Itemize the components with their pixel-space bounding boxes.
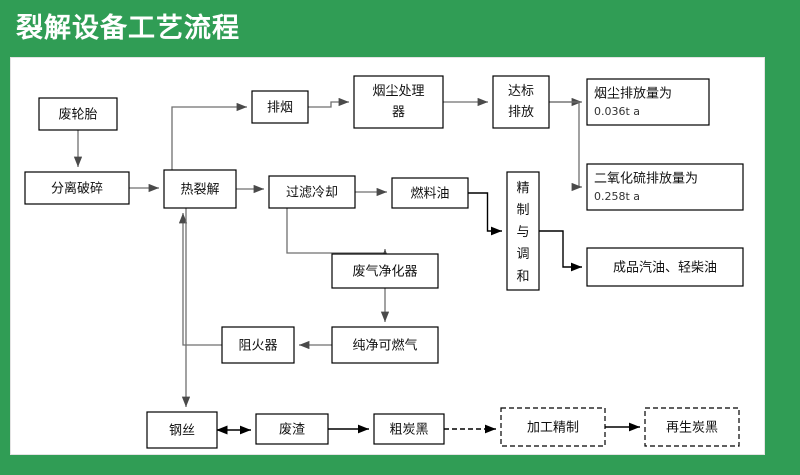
node-label: 分离破碎 [51, 181, 103, 197]
edge-filter_cool-to-gas_purifier [286, 208, 390, 260]
page-header: 裂解设备工艺流程 [0, 0, 800, 57]
node-fuel_oil[interactable]: 燃料油 [391, 177, 469, 209]
node-box [644, 407, 740, 447]
node-box [353, 75, 444, 129]
node-dust_emission[interactable]: 烟尘排放量为 0.036t a [586, 78, 710, 126]
page-title: 裂解设备工艺流程 [16, 13, 240, 44]
node-box [586, 163, 744, 211]
node-crude_carbon[interactable]: 粗炭黑 [373, 413, 445, 445]
node-label: 阻火器 [238, 339, 277, 354]
node-box [373, 413, 445, 445]
edge-standard_emission-to-so2_emission [549, 101, 582, 192]
edge-refine_blend-to-finished_oils [539, 230, 582, 272]
node-box [586, 78, 710, 126]
node-box [331, 253, 439, 289]
node-label: 燃料油 [410, 186, 449, 202]
node-separate_crush[interactable]: 分离破碎 [24, 171, 130, 205]
node-label: 粗炭黑 [389, 423, 428, 438]
node-label: 烟尘排放量为 [594, 87, 672, 102]
node-label: 再生炭黑 [666, 421, 718, 436]
node-label: 废轮胎 [58, 107, 97, 123]
node-label: 废渣 [279, 422, 305, 438]
node-clean_gas[interactable]: 纯净可燃气 [331, 326, 439, 364]
node-box [500, 407, 606, 447]
node-box [24, 171, 130, 205]
node-label: 达标 [508, 84, 534, 99]
node-box [492, 75, 550, 129]
node-waste_tire[interactable]: 废轮胎 [38, 97, 118, 131]
edge-layer [73, 97, 640, 435]
node-box [221, 326, 295, 364]
node-finished_oils[interactable]: 成品汽油、轻柴油 [586, 247, 744, 287]
node-box [586, 247, 744, 287]
node-box [331, 326, 439, 364]
node-pyrolysis[interactable]: 热裂解 [163, 169, 237, 209]
edge-flame_arrester-to-pyrolysis [178, 213, 222, 346]
node-label: 热裂解 [180, 183, 219, 198]
node-label-char: 与 [516, 225, 529, 240]
node-slag[interactable]: 废渣 [255, 413, 329, 445]
node-flue_gas[interactable]: 排烟 [251, 90, 309, 124]
node-steel_wire[interactable]: 钢丝 [146, 411, 218, 449]
node-layer: 废轮胎分离破碎热裂解排烟烟尘处理器达标排放烟尘排放量为0.036t a二氧化硫排… [24, 75, 744, 449]
node-label: 排烟 [267, 101, 293, 116]
node-box [255, 413, 329, 445]
node-value: 0.258t a [594, 190, 640, 203]
node-box [251, 90, 309, 124]
node-label-char: 制 [516, 203, 529, 218]
node-label: 钢丝 [169, 424, 195, 439]
node-label: 烟尘处理 [372, 84, 424, 99]
node-label: 二氧化硫排放量为 [594, 172, 698, 187]
node-label-char: 调 [516, 247, 529, 262]
node-label-char: 精 [516, 181, 529, 196]
edge-flue_gas-to-dust_treater [308, 97, 349, 108]
node-box [506, 171, 540, 291]
node-flame_arrester[interactable]: 阻火器 [221, 326, 295, 364]
node-label: 纯净可燃气 [352, 338, 417, 354]
node-value: 0.036t a [594, 105, 640, 118]
node-label: 排放 [508, 105, 534, 120]
node-box [146, 411, 218, 449]
edge-fuel_oil-to-refine_blend [468, 192, 502, 236]
node-label: 成品汽油、轻柴油 [613, 261, 717, 276]
node-label: 器 [392, 105, 405, 120]
node-recycled_carbon[interactable]: 再生炭黑 [644, 407, 740, 447]
node-label-char: 和 [516, 269, 529, 284]
node-filter_cool[interactable]: 过滤冷却 [268, 175, 356, 209]
edge-pyrolysis-to-flue_gas [171, 102, 247, 170]
node-label: 加工精制 [527, 421, 579, 436]
node-process_refine[interactable]: 加工精制 [500, 407, 606, 447]
node-label: 过滤冷却 [286, 186, 338, 201]
node-box [268, 175, 356, 209]
node-so2_emission[interactable]: 二氧化硫排放量为 0.258t a [586, 163, 744, 211]
node-box [38, 97, 118, 131]
node-gas_purifier[interactable]: 废气净化器 [331, 253, 439, 289]
node-box [163, 169, 237, 209]
node-label: 废气净化器 [352, 264, 417, 280]
flowchart-canvas: 废轮胎分离破碎热裂解排烟烟尘处理器达标排放烟尘排放量为0.036t a二氧化硫排… [24, 75, 744, 449]
node-box [391, 177, 469, 209]
